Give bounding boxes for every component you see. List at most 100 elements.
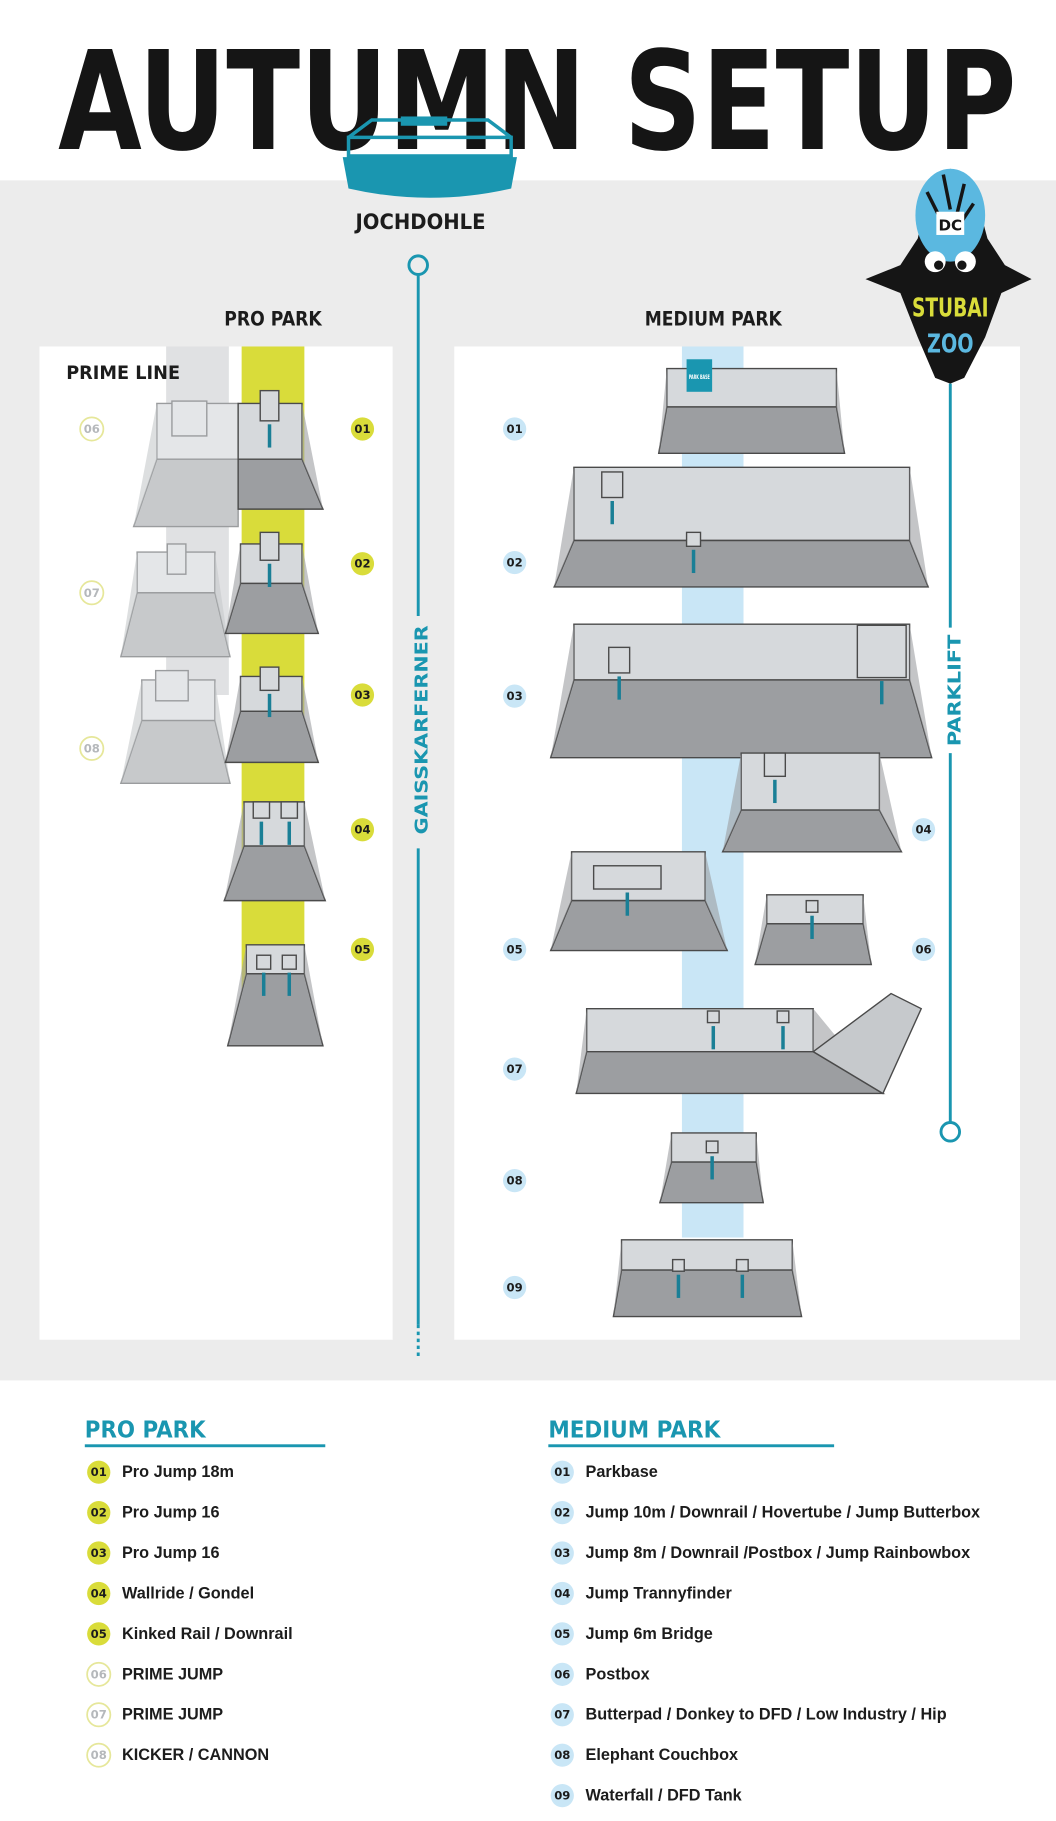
rail <box>781 1026 785 1050</box>
feature-number-marker: 03 <box>503 684 527 708</box>
legend-number-badge <box>550 1460 574 1484</box>
svg-text:DC: DC <box>938 216 962 234</box>
obstacle-box <box>259 666 280 692</box>
legend-label: PRIME JUMP <box>122 1665 223 1683</box>
feature-pro-05 <box>226 944 324 1047</box>
feature-pro-03 <box>224 666 320 764</box>
marker-number: 01 <box>354 422 370 436</box>
feature-side <box>302 403 323 510</box>
feature-number-marker: 01 <box>350 417 375 441</box>
legend-number: 05 <box>554 1627 570 1641</box>
legend-pro-heading: PRO PARK <box>85 1416 207 1443</box>
rail <box>287 972 292 996</box>
legend-number-badge <box>550 1541 574 1565</box>
rail <box>740 1274 745 1298</box>
legend-label: Elephant Couchbox <box>586 1746 739 1764</box>
feature-side <box>879 753 902 852</box>
marker-number: 05 <box>354 942 370 956</box>
legend-medium-heading: MEDIUM PARK <box>548 1416 721 1443</box>
marker-number: 03 <box>507 689 523 703</box>
rail <box>267 693 272 718</box>
obstacle-box <box>281 954 297 970</box>
feature-medium-01 <box>657 367 846 455</box>
obstacle-box <box>805 899 819 913</box>
rail <box>261 972 266 996</box>
feature-landing <box>549 899 729 952</box>
parkbase-sign <box>686 359 713 392</box>
feature-side <box>302 676 319 763</box>
legend-number-badge <box>550 1662 574 1686</box>
marker-number: 08 <box>507 1174 523 1188</box>
feature-number-marker: 06 <box>911 937 936 962</box>
legend-number-badge <box>550 1703 574 1727</box>
marker-number: 04 <box>354 823 370 837</box>
feature-number-marker: 07 <box>503 1057 527 1081</box>
gondola-station-icon <box>342 116 517 198</box>
poster-title: AUTUMN SETUP <box>58 23 1016 182</box>
feature-side <box>792 1239 802 1317</box>
legend-number-badge <box>87 1581 111 1606</box>
legend-number-badge <box>87 1460 111 1484</box>
legend-number-badge <box>550 1501 574 1525</box>
feature-number-marker: 02 <box>350 552 375 576</box>
marker-number: 06 <box>84 422 100 436</box>
svg-text:STUBAI: STUBAI <box>912 293 989 323</box>
rail <box>287 821 292 845</box>
rail <box>711 1026 716 1050</box>
feature-medium-05 <box>549 851 729 952</box>
marker-number: 04 <box>915 823 931 837</box>
legend-number: 02 <box>554 1506 570 1520</box>
legend-label: Jump 10m / Downrail / Hovertube / Jump B… <box>586 1504 981 1522</box>
pro-park-label: PRO PARK <box>224 308 322 331</box>
parkbase-sign-text: PARK BASE <box>689 375 710 381</box>
feature-medium-02 <box>553 466 930 588</box>
legend-number-badge <box>87 1541 111 1565</box>
rail <box>773 779 777 804</box>
feature-side <box>755 894 767 965</box>
feature-side <box>576 1008 587 1094</box>
legend-number: 07 <box>554 1708 570 1722</box>
legend-number: 06 <box>554 1667 570 1681</box>
feature-hip <box>811 992 923 1095</box>
legend-number: 03 <box>91 1546 107 1560</box>
obstacle-box <box>776 1010 790 1024</box>
legend-pro-underline <box>84 1444 326 1448</box>
legend-number-badge <box>87 1622 111 1646</box>
legend-number-badge <box>550 1581 574 1606</box>
feature-landing <box>224 582 320 635</box>
feature-side <box>705 851 728 951</box>
feature-side <box>225 676 241 763</box>
feature-pro-04 <box>223 801 327 902</box>
obstacle-box <box>256 954 272 970</box>
legend-label: Kinked Rail / Downrail <box>122 1625 293 1643</box>
marker-number: 01 <box>507 422 523 436</box>
rail <box>259 821 264 845</box>
obstacle-box <box>705 1140 719 1154</box>
marker-number: 09 <box>507 1280 523 1294</box>
legend-item-medium: 02 Jump 10m / Downrail / Hovertube / Jump… <box>550 1501 981 1525</box>
svg-text:ZOO: ZOO <box>927 329 973 359</box>
feature-medium-03 <box>549 623 933 759</box>
rail <box>267 424 272 448</box>
feature-number-marker: 02 <box>503 550 527 575</box>
feature-landing <box>119 592 231 658</box>
obstacle-box <box>706 1010 720 1024</box>
legend-number: 02 <box>91 1506 107 1520</box>
feature-landing <box>553 539 930 588</box>
feature-deck <box>740 752 881 811</box>
marker-number: 02 <box>354 557 370 571</box>
feature-landing <box>721 809 903 853</box>
legend-label: Wallride / Gondel <box>122 1584 254 1602</box>
feature-side <box>550 624 574 758</box>
gaisskarferner-label: GAISSKARFERNER <box>413 625 433 835</box>
obstacle-box <box>171 400 208 437</box>
feature-side <box>227 944 247 1046</box>
feature-number-marker: 07 <box>79 580 105 606</box>
legend-number: 03 <box>554 1546 570 1560</box>
feature-number-marker: 01 <box>503 417 527 441</box>
